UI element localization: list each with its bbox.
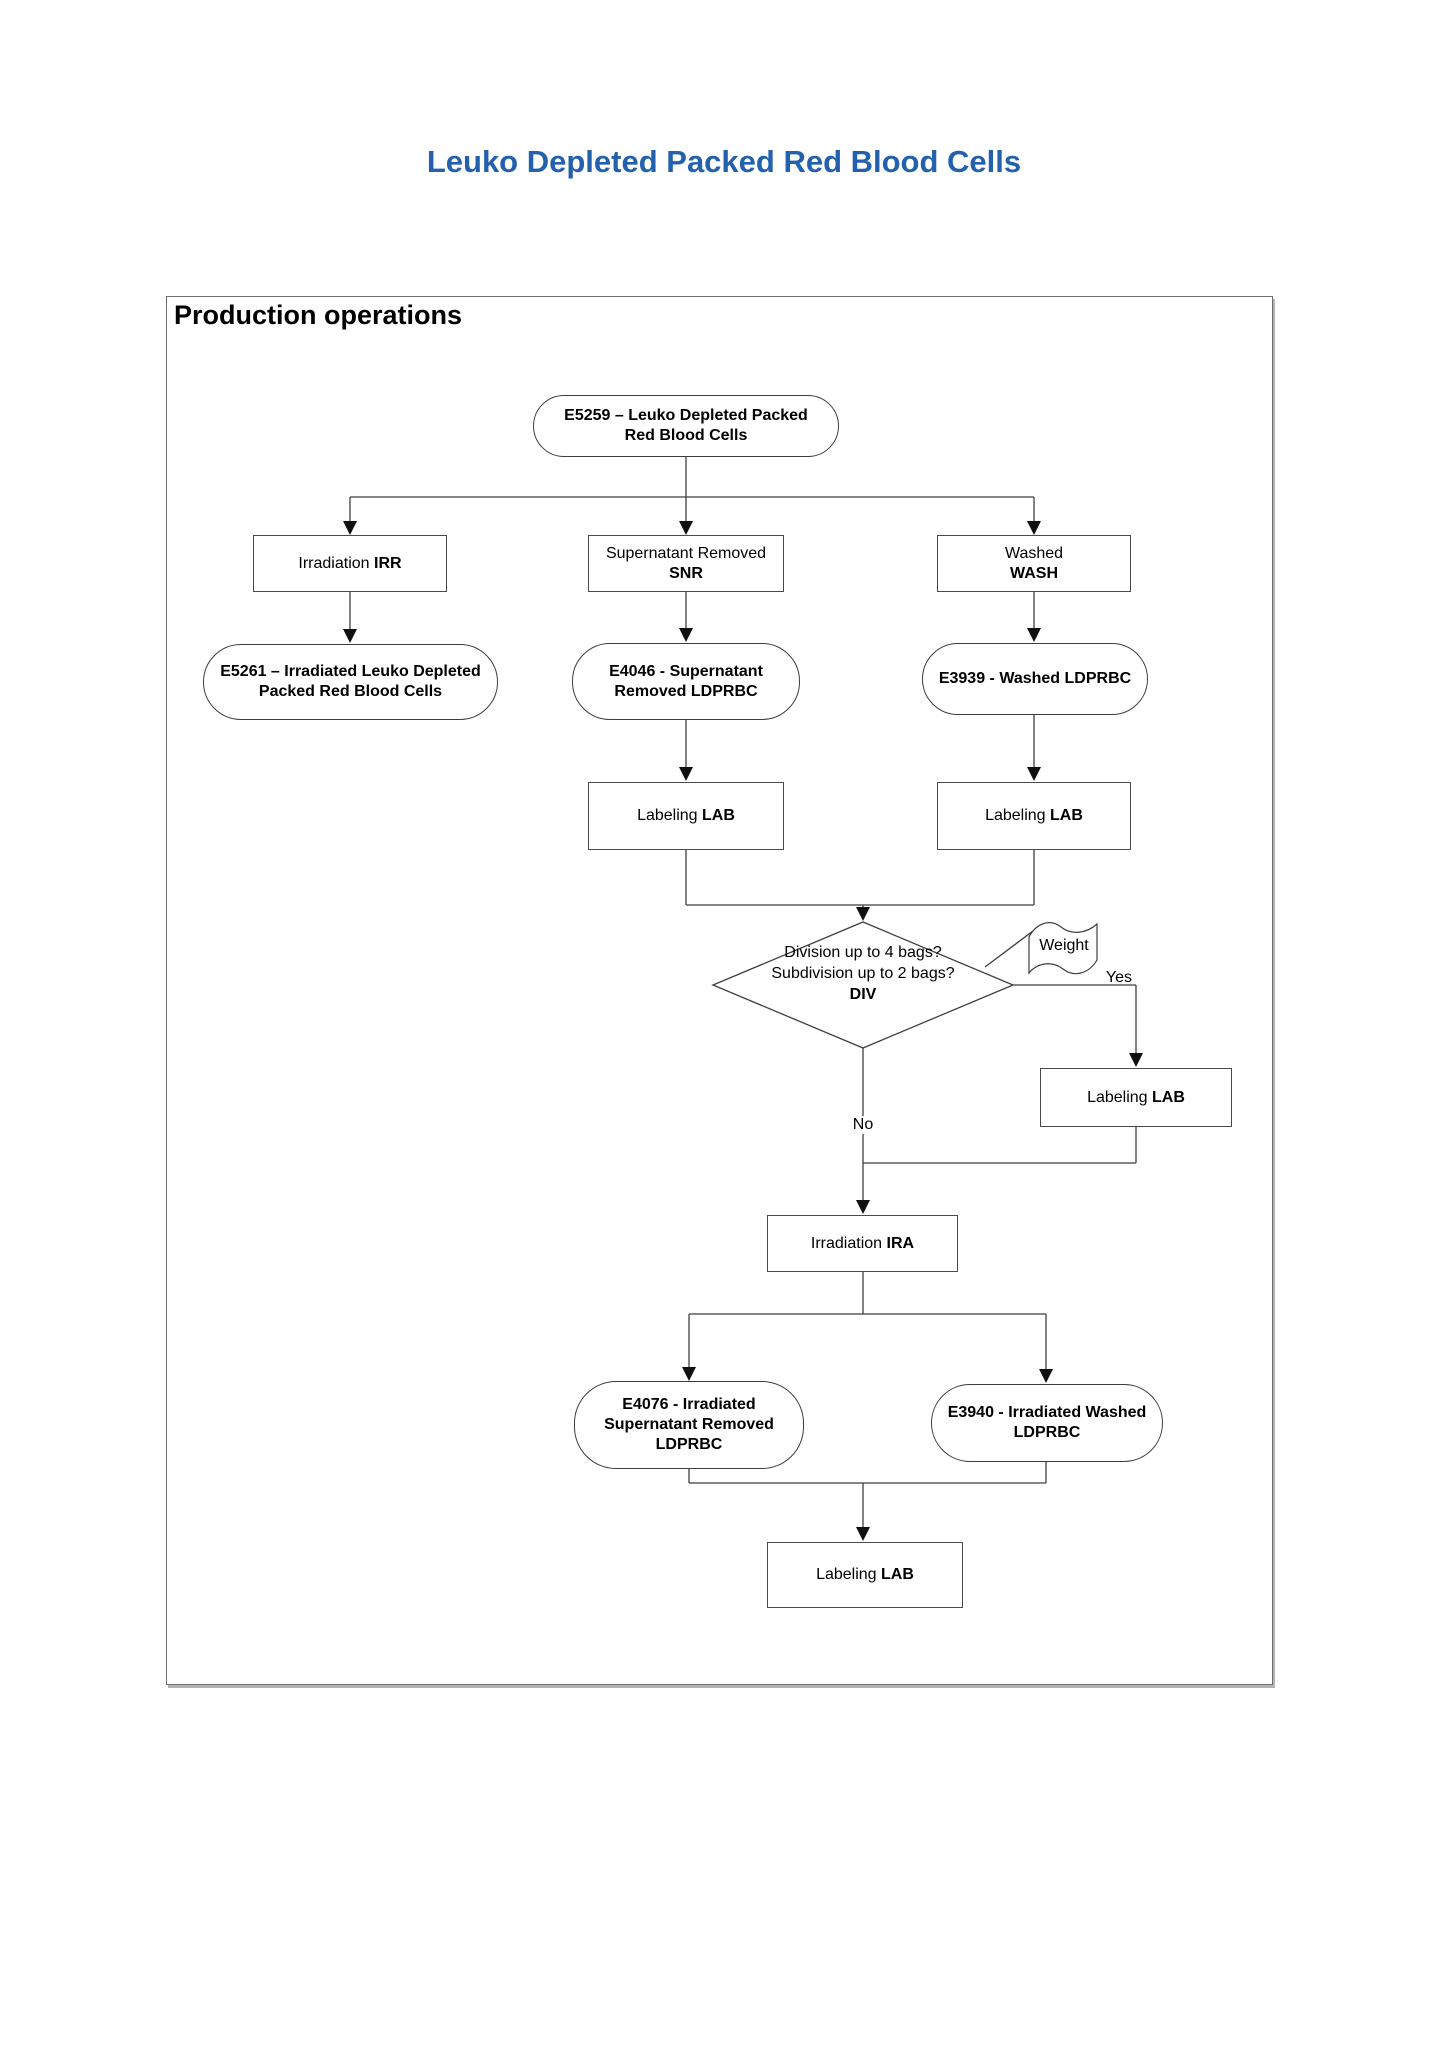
node-line: LDPRBC xyxy=(1013,1424,1081,1441)
node-label: Washed xyxy=(1004,544,1064,562)
arrowheads xyxy=(343,521,1143,1541)
node-label: Labeling LAB xyxy=(637,807,735,824)
weight-document-label: Weight xyxy=(1039,937,1089,954)
node-label: Irradiation IRR xyxy=(298,554,402,572)
node-label: Labeling LAB xyxy=(816,1566,914,1583)
node-line: E3939 - Washed LDPRBC xyxy=(938,670,1132,687)
node-e3939: E3939 - Washed LDPRBC xyxy=(922,643,1148,715)
node-label: Labeling LAB xyxy=(985,807,1083,824)
edge-label-no: No xyxy=(840,1116,886,1134)
page-title: Leuko Depleted Packed Red Blood Cells xyxy=(426,144,1022,179)
decision-diamond xyxy=(711,921,1015,1049)
section-heading: Production operations xyxy=(174,300,463,330)
weight-document-shape xyxy=(1028,922,1098,975)
flow-connectors xyxy=(349,457,1137,1528)
process-supernatant-removed-snr: Supernatant Removed SNR xyxy=(588,535,784,592)
edge-label-yes: Yes xyxy=(1105,969,1132,986)
node-code: WASH xyxy=(1010,564,1058,582)
process-washed-wash: Washed WASH xyxy=(937,535,1131,592)
decision-code: DIV xyxy=(849,986,877,1003)
node-code: SNR xyxy=(669,564,703,582)
process-labeling-snr: Labeling LAB xyxy=(588,782,784,850)
process-irradiation-irr: Irradiation IRR xyxy=(253,535,447,592)
node-label: Irradiation IRA xyxy=(810,1234,915,1252)
node-label: Labeling LAB xyxy=(1087,1088,1185,1106)
process-irradiation-ira: Irradiation IRA xyxy=(767,1215,958,1272)
node-line: Removed LDPRBC xyxy=(614,682,758,700)
process-labeling-yes: Labeling LAB xyxy=(1040,1068,1232,1127)
node-e3940: E3940 - Irradiated Washed LDPRBC xyxy=(931,1384,1163,1462)
node-e5261: E5261 – Irradiated Leuko Depleted Packed… xyxy=(203,644,498,720)
node-line: LDPRBC xyxy=(655,1436,723,1453)
node-label: Supernatant Removed xyxy=(605,544,767,562)
decision-div-text: Division up to 4 bags? Subdivision up to… xyxy=(713,942,1013,1005)
decision-line: Division up to 4 bags? xyxy=(784,944,942,961)
node-line: E5261 – Irradiated Leuko Depleted xyxy=(220,663,481,680)
node-line: E3940 - Irradiated Washed xyxy=(947,1404,1147,1421)
process-labeling-wash: Labeling LAB xyxy=(937,782,1131,850)
node-e4046: E4046 - Supernatant Removed LDPRBC xyxy=(572,643,800,720)
node-line: Supernatant Removed xyxy=(604,1416,774,1433)
node-line: E4046 - Supernatant xyxy=(609,662,763,680)
node-e4076: E4076 - Irradiated Supernatant Removed L… xyxy=(574,1381,804,1469)
node-line: E4076 - Irradiated xyxy=(622,1396,756,1413)
node-line: Red Blood Cells xyxy=(624,427,748,444)
process-labeling-final: Labeling LAB xyxy=(767,1542,963,1608)
node-line: E5259 – Leuko Depleted Packed xyxy=(564,407,808,424)
node-e5259: E5259 – Leuko Depleted Packed Red Blood … xyxy=(533,395,839,457)
decision-line: Subdivision up to 2 bags? xyxy=(771,965,955,982)
node-line: Packed Red Blood Cells xyxy=(258,683,443,700)
